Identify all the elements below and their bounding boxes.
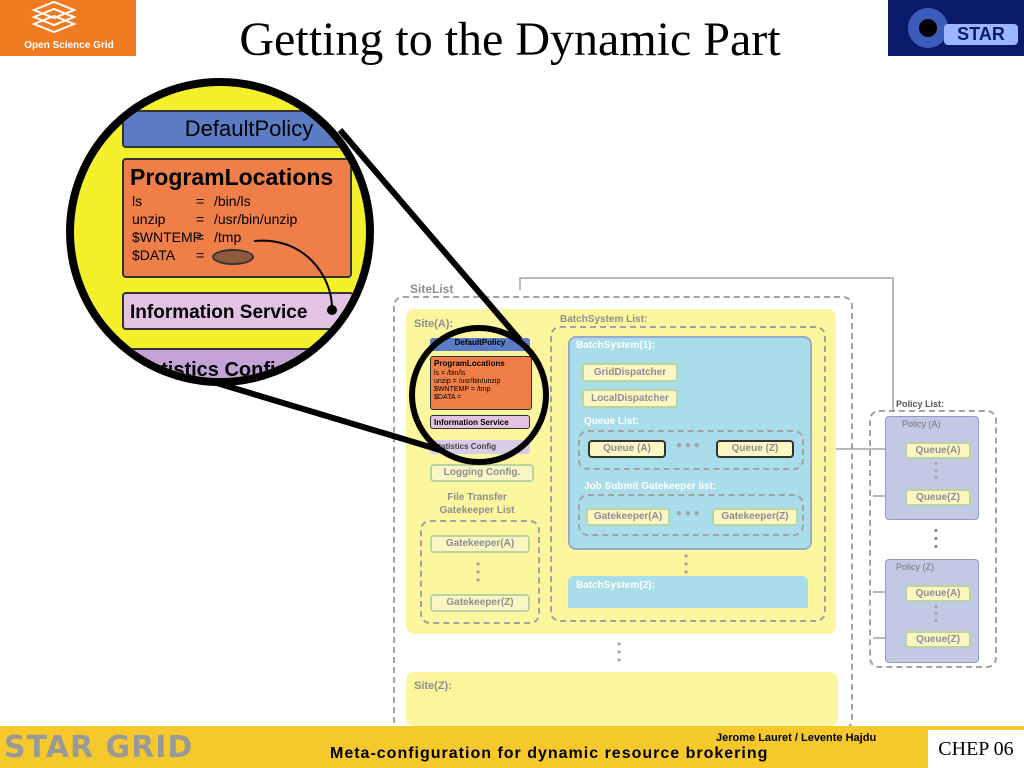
policy-z-queue-z: Queue(Z) — [905, 631, 971, 648]
mini-row-3: $WNTEMP = /tmp — [434, 386, 491, 393]
zoom-row-key-3: $WNTEMP — [132, 229, 202, 245]
file-transfer-gatekeeper-list — [420, 520, 540, 624]
queue-list-label: Queue List: — [584, 416, 640, 427]
sitelist-label: SiteList — [410, 282, 454, 296]
policy-a-label: Policy (A) — [902, 419, 941, 429]
zoom-row-key-1: ls — [132, 193, 143, 209]
vertical-ellipsis-3: ••• — [617, 637, 622, 667]
zoom-statistics-config: Statistics Config — [122, 348, 354, 378]
site-a-program-locations-title: ProgramLocations — [434, 359, 505, 368]
job-gatekeeper-z: Gatekeeper(Z) — [712, 508, 798, 526]
horizontal-ellipsis-2: ● ● ● — [676, 508, 700, 519]
site-a-statistics-config: Statistics Config — [430, 440, 530, 454]
footer-subtitle: Meta-configuration for dynamic resource … — [330, 745, 769, 762]
queue-a: Queue (A) — [588, 440, 666, 458]
policy-list-container — [869, 410, 997, 668]
zoom-information-service: Information Service — [122, 292, 354, 330]
batchsystem-2-box — [568, 576, 808, 608]
policy-z-label: Policy (Z) — [896, 562, 934, 572]
file-gatekeeper-z: Gatekeeper(Z) — [430, 594, 530, 612]
batchsystem-1-label: BatchSystem(1): — [576, 340, 655, 351]
job-submit-label: Job Submit Gatekeeper list: — [584, 481, 717, 492]
osg-layers-icon — [31, 0, 77, 34]
policy-z-queue-a: Queue(A) — [905, 585, 971, 602]
zoom-row-eq-3: = — [196, 229, 205, 245]
job-gatekeeper-a: Gatekeeper(A) — [586, 508, 670, 526]
zoom-row-eq-2: = — [196, 211, 205, 227]
osg-logo-text: Open Science Grid — [24, 40, 114, 51]
file-transfer-label-2: Gatekeeper List — [439, 505, 515, 516]
zoom-row-val-1: /bin/ls — [214, 193, 251, 209]
policy-list-label: Policy List: — [896, 399, 945, 409]
footer-bar — [0, 726, 1024, 768]
zoom-row-key-2: unzip — [132, 211, 166, 227]
batchsystem-2-label: BatchSystem(2): — [576, 580, 655, 591]
site-a-program-locations-box: ProgramLocations ls = /bin/ls unzip = /u… — [430, 356, 532, 410]
mini-row-1: ls = /bin/ls — [434, 370, 466, 377]
zoom-row-key-4: $DATA — [132, 247, 176, 263]
zoom-row-eq-4: = — [196, 247, 205, 263]
zoom-program-locations-title: ProgramLocations — [130, 164, 334, 190]
site-a-label: Site(A): — [414, 318, 454, 330]
zoom-row-val-2: /usr/bin/unzip — [214, 211, 298, 227]
site-a-default-policy: DefaultPolicy — [430, 338, 530, 351]
star-logo-text: STAR — [944, 24, 1018, 45]
site-z-label: Site(Z): — [414, 680, 452, 692]
zoom-program-rows: ls = /bin/ls unzip = /usr/bin/unzip $WNT… — [124, 193, 350, 273]
queue-list-container — [578, 430, 804, 470]
zoom-arrow — [253, 239, 337, 315]
queue-z: Queue (Z) — [716, 440, 794, 458]
grid-dispatcher: GridDispatcher — [582, 363, 678, 382]
vertical-ellipsis-5: ••• — [934, 525, 938, 553]
zoom-program-locations-box: ProgramLocations ls = /bin/ls unzip = /u… — [122, 158, 352, 278]
zoom-row-val-3: /tmp — [214, 229, 242, 245]
site-a-information-service: Information Service — [430, 415, 530, 429]
site-z-box — [406, 672, 838, 726]
job-submit-container — [578, 494, 804, 536]
footer-authors: Jerome Lauret / Levente Hajdu — [716, 732, 877, 744]
policy-a-queue-a: Queue(A) — [905, 442, 971, 459]
horizontal-ellipsis-1: ● ● ● — [676, 440, 700, 451]
file-gatekeeper-a: Gatekeeper(A) — [430, 535, 530, 553]
mini-row-4: $DATA = — [434, 394, 462, 401]
data-value-oval — [212, 249, 254, 265]
vertical-ellipsis-4: ••• — [934, 458, 938, 484]
batchsystem-list-container — [550, 326, 826, 622]
vertical-ellipsis-6: ••• — [934, 601, 938, 627]
footer-left-logo: STAR GRID — [4, 730, 194, 765]
local-dispatcher: LocalDispatcher — [582, 389, 678, 408]
vertical-ellipsis-1: ••• — [476, 557, 481, 587]
mini-row-2: unzip = /usr/bin/unzip — [434, 378, 501, 385]
page-title: Getting to the Dynamic Part — [239, 13, 781, 66]
batchsystem-list-label: BatchSystem List: — [560, 314, 648, 325]
star-burst-icon — [908, 8, 948, 48]
site-a-logging-config: Logging Config. — [430, 464, 534, 482]
zoom-default-policy: DefaultPolicy — [122, 110, 366, 148]
policy-a-queue-z: Queue(Z) — [905, 489, 971, 506]
vertical-ellipsis-2: ••• — [684, 549, 689, 579]
zoom-magnifier: DefaultPolicy ProgramLocations ls = /bin… — [66, 78, 374, 386]
footer-conference-logo: CHEP 06 — [928, 730, 1024, 768]
file-transfer-label-1: File Transfer — [447, 492, 507, 503]
zoom-row-eq-1: = — [196, 193, 205, 209]
osg-logo — [0, 0, 136, 56]
